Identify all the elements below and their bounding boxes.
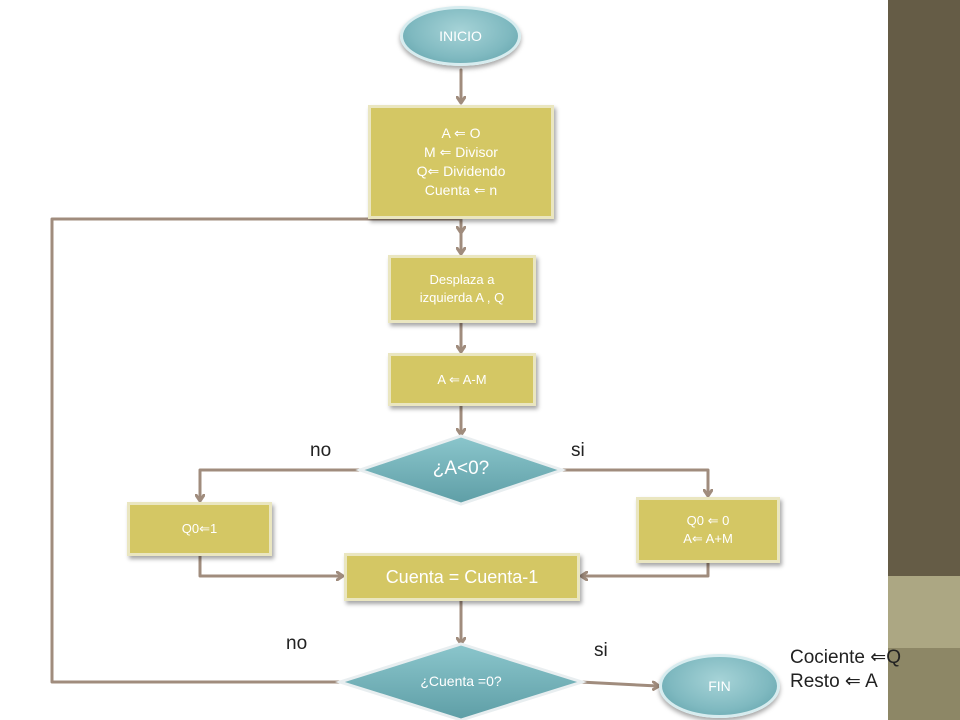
restore-box: Q0 ⇐ 0 A⇐ A+M xyxy=(636,497,780,563)
counter-box: Cuenta = Cuenta-1 xyxy=(344,553,580,601)
decision-sign-no-label: no xyxy=(310,440,332,461)
result-quotient: Cociente ⇐Q xyxy=(790,647,901,668)
end-label: FIN xyxy=(708,678,731,694)
decision-sign-yes-label: si xyxy=(571,440,585,461)
result-remainder: Resto ⇐ A xyxy=(790,670,878,692)
shift-line-1: Desplaza a xyxy=(429,272,495,288)
counter-label: Cuenta = Cuenta-1 xyxy=(385,566,539,587)
restore-line-a: A⇐ A+M xyxy=(683,531,733,546)
init-line-q: Q⇐ Dividendo xyxy=(416,163,506,179)
init-box: A ⇐ O M ⇐ Divisor Q⇐ Dividendo Cuenta ⇐ … xyxy=(368,105,554,219)
decision-count-no-label: no xyxy=(286,633,308,654)
decision-count-yes-label: si xyxy=(594,640,608,661)
start-label: INICIO xyxy=(439,28,482,44)
init-line-a: A ⇐ O xyxy=(441,125,481,142)
decision-count-label: ¿Cuenta =0? xyxy=(420,673,502,689)
shift-line-2: izquierda A , Q xyxy=(419,290,505,305)
sidebar-block-light xyxy=(888,576,960,648)
arrow-decision-to-end xyxy=(578,680,658,686)
subtract-box: A ⇐ A-M xyxy=(388,353,536,406)
decision-sign-label: ¿A<0? xyxy=(432,458,490,479)
sidebar-block-mid xyxy=(888,648,960,720)
decision-diamond-sign xyxy=(355,434,567,506)
start-terminal: INICIO xyxy=(400,6,521,66)
restore-line-q0: Q0 ⇐ 0 xyxy=(686,513,730,529)
arrow-decision-no-branch xyxy=(200,468,364,500)
arrow-loop-back xyxy=(50,217,461,684)
init-line-m: M ⇐ Divisor xyxy=(424,144,498,161)
set-q0-one-label: Q0⇐1 xyxy=(181,521,218,537)
arrow-restore-to-counter xyxy=(582,561,710,576)
shift-box: Desplaza a izquierda A , Q xyxy=(388,255,536,323)
init-line-cuenta: Cuenta ⇐ n xyxy=(424,181,498,198)
end-terminal: FIN xyxy=(659,654,780,718)
subtract-label: A ⇐ A-M xyxy=(437,371,487,387)
set-q0-one-box: Q0⇐1 xyxy=(127,502,272,556)
arrow-decision-yes-branch xyxy=(558,468,708,495)
result-note: Cociente ⇐Q Resto ⇐ A xyxy=(790,646,901,694)
arrow-q0-one-to-counter xyxy=(198,554,342,576)
decision-diamond-count xyxy=(334,642,588,720)
